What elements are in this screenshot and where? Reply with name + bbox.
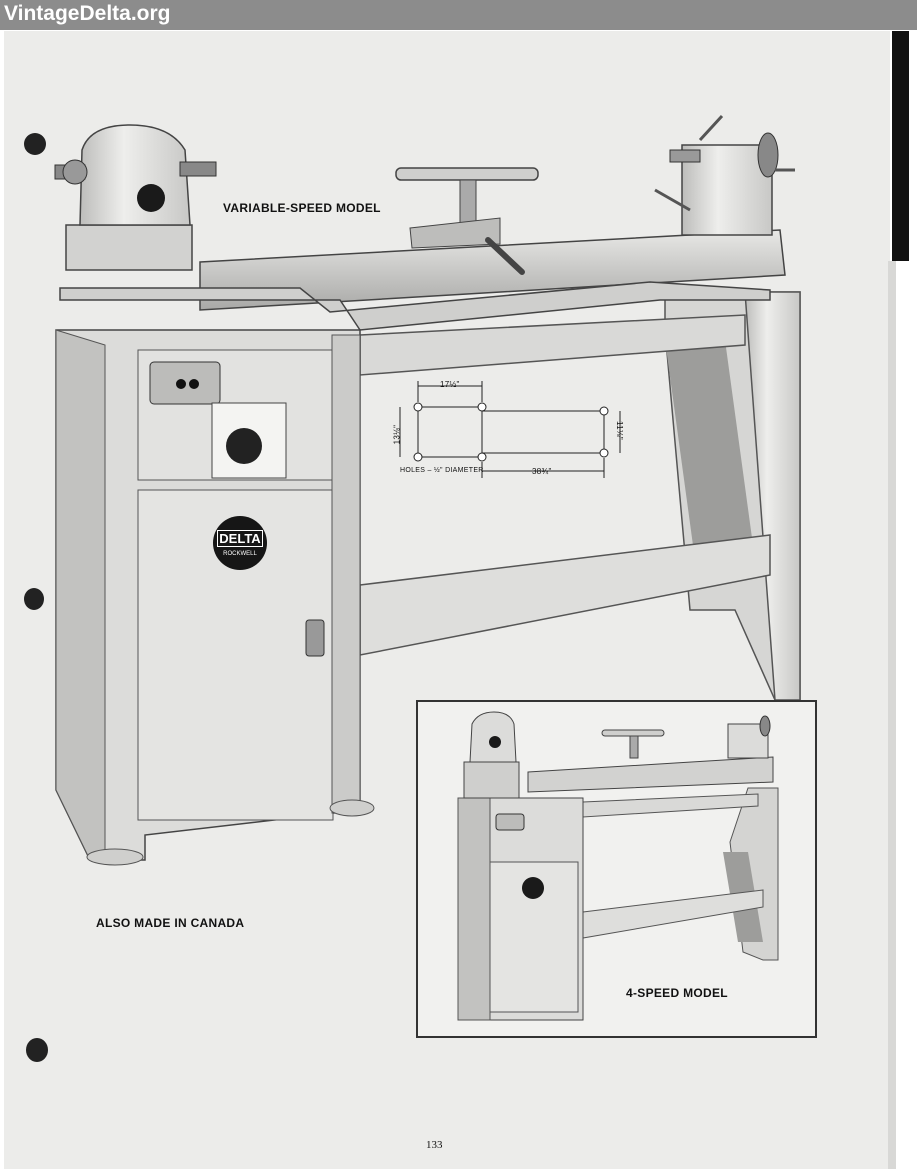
four-speed-caption: 4-SPEED MODEL: [626, 986, 728, 1000]
binder-hole-1: [24, 133, 46, 155]
four-speed-inset: 4-SPEED MODEL: [416, 700, 817, 1038]
page-number: 133: [426, 1139, 443, 1151]
logo-text: DELTA: [217, 530, 263, 547]
logo-subtext: ROCKWELL: [223, 551, 257, 557]
dim-width-top: 17½": [440, 380, 460, 389]
canada-caption: ALSO MADE IN CANADA: [96, 916, 245, 930]
binder-hole-3: [26, 1038, 48, 1062]
variable-speed-caption: VARIABLE-SPEED MODEL: [223, 201, 381, 215]
dim-height-right: 11⅛": [615, 420, 625, 441]
scan-edge-dark: [892, 31, 909, 261]
four-speed-lathe-illustration: [457, 711, 779, 1021]
delta-logo: DELTA ROCKWELL: [213, 516, 267, 570]
binder-hole-2: [24, 588, 44, 610]
site-name[interactable]: VintageDelta.org: [4, 2, 171, 25]
dim-height-left: 13⅛": [392, 424, 402, 445]
headstock-logo: [137, 184, 165, 212]
dim-holes: HOLES – ½" DIAMETER: [400, 467, 484, 474]
site-banner: VintageDelta.org: [0, 0, 917, 30]
scan-edge: [888, 261, 896, 1169]
variable-speed-lathe-illustration: [54, 114, 801, 866]
mounting-hole-diagram: [399, 381, 621, 478]
dim-width-bottom: 38¾": [532, 467, 552, 476]
